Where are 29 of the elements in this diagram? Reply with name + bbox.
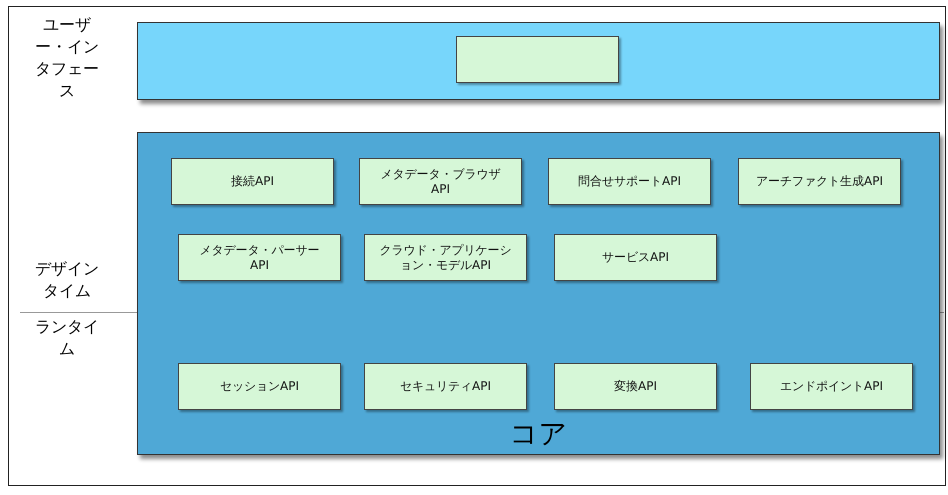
- api-box: [171, 158, 334, 205]
- api-label: セキュリティAPI: [399, 379, 492, 394]
- api-label: サービスAPI: [601, 250, 670, 265]
- api-box: [554, 234, 717, 281]
- api-box: [364, 363, 527, 410]
- layer-band: [137, 132, 940, 455]
- layer-title: コア: [508, 418, 568, 450]
- api-label: メタデータ・ブラウザAPI: [380, 166, 502, 196]
- api-box: [178, 363, 341, 410]
- api-label: メタデータ・パーサーAPI: [198, 242, 320, 272]
- phase-label: デザインタイム: [34, 258, 100, 302]
- api-label: 変換API: [613, 379, 658, 394]
- phase-label: ランタイム: [34, 316, 100, 360]
- api-box: [178, 234, 341, 281]
- api-box: [750, 363, 913, 410]
- phase-label: ユーザー・インタフェース: [34, 14, 100, 102]
- api-box: [554, 363, 717, 410]
- api-label: セッションAPI: [219, 379, 300, 394]
- api-label: 接続API: [230, 174, 275, 189]
- layer-band: [137, 22, 940, 100]
- api-box: [456, 36, 619, 83]
- api-box: [548, 158, 711, 205]
- api-box: [364, 234, 527, 281]
- api-label: クラウド・アプリケーション・モデルAPI: [378, 242, 512, 272]
- api-label: アーチファクト生成API: [755, 174, 884, 189]
- api-box: [738, 158, 901, 205]
- api-label: 問合せサポートAPI: [577, 174, 682, 189]
- api-label: エンドポイントAPI: [779, 379, 884, 394]
- api-box: [359, 158, 522, 205]
